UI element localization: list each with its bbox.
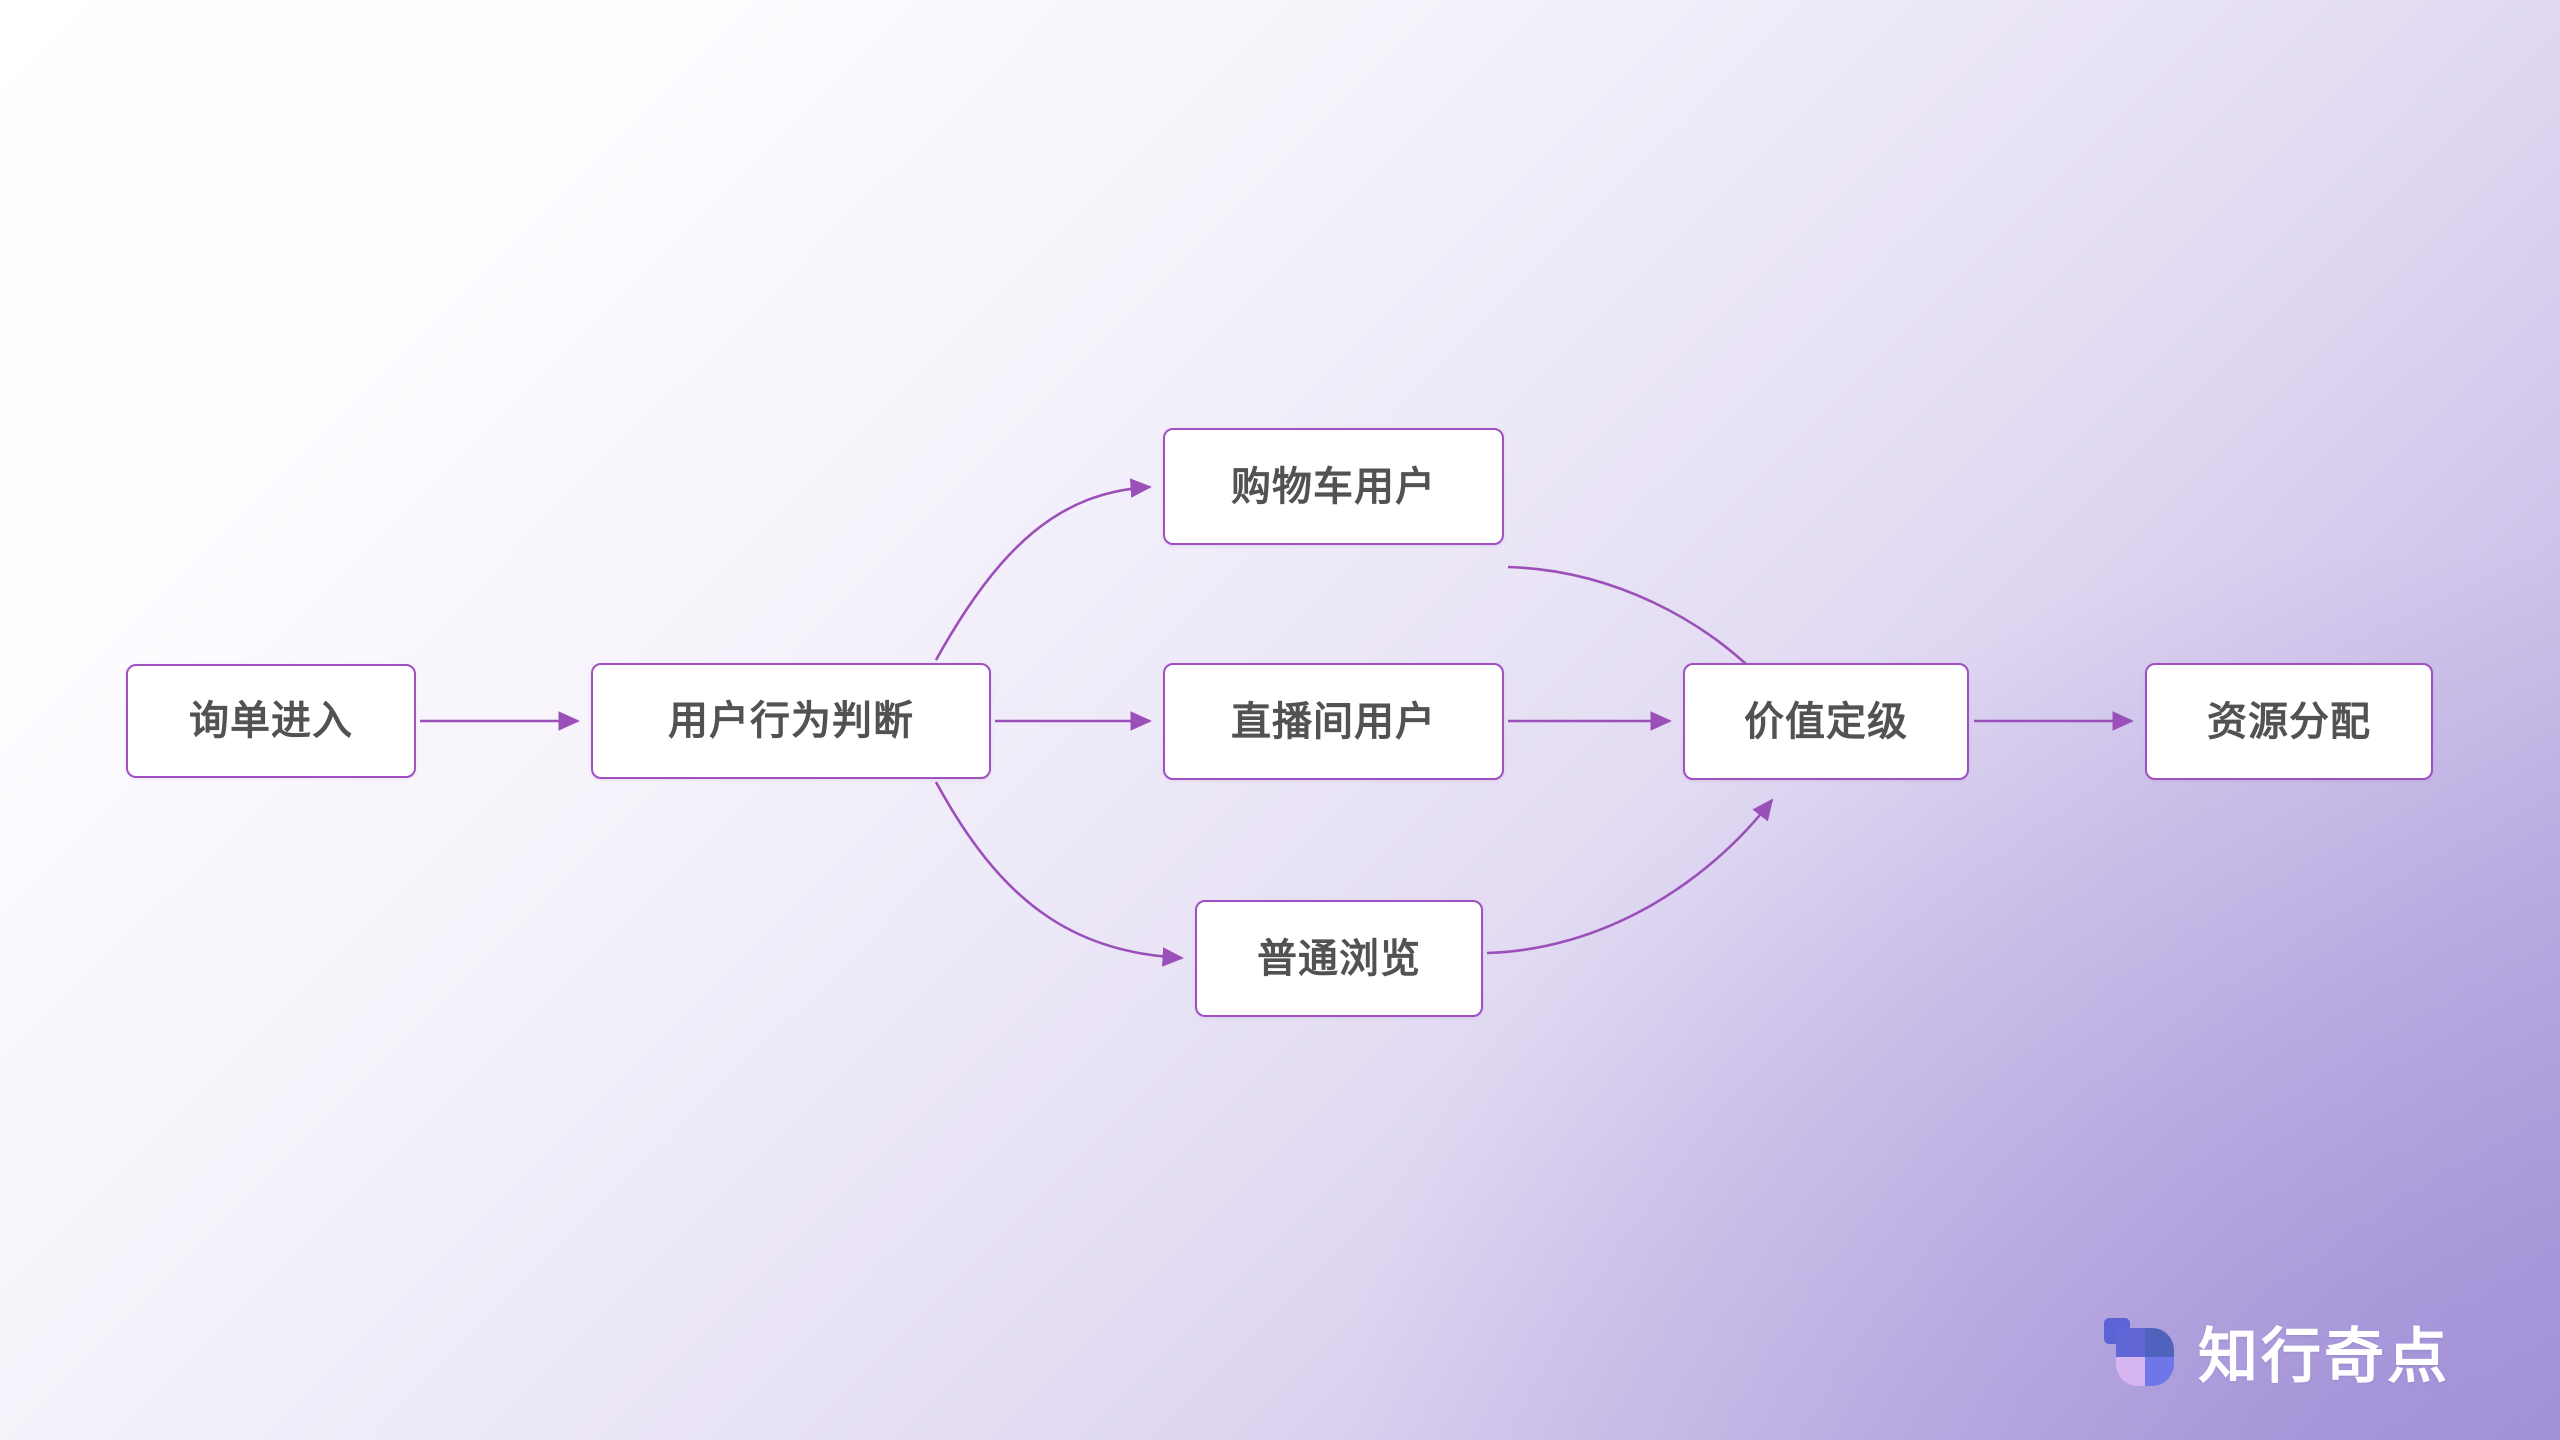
brand-logo-tile-4 — [2145, 1357, 2174, 1386]
node-resource-allocation-label: 资源分配 — [2207, 699, 2371, 744]
brand-name-text: 知行奇点 — [2198, 1323, 2450, 1390]
node-general-browsing[interactable]: 普通浏览 — [1195, 900, 1483, 1017]
brand-logo-icon — [2098, 1318, 2176, 1396]
brand-logo-tile-1 — [2116, 1328, 2145, 1357]
node-resource-allocation[interactable]: 资源分配 — [2145, 663, 2433, 780]
node-user-behavior-judgement-label: 用户行为判断 — [668, 699, 914, 743]
node-livestream-user-label: 直播间用户 — [1231, 699, 1436, 744]
node-inquiry[interactable]: 询单进入 — [126, 664, 416, 778]
node-user-behavior-judgement[interactable]: 用户行为判断 — [591, 663, 991, 779]
node-cart-user[interactable]: 购物车用户 — [1163, 428, 1504, 545]
brand-logo-tile-3 — [2116, 1357, 2145, 1386]
brand-watermark: 知行奇点 — [2098, 1318, 2450, 1396]
brand-logo-body — [2116, 1328, 2174, 1386]
node-value-grading-label: 价值定级 — [1744, 699, 1908, 744]
node-general-browsing-label: 普通浏览 — [1257, 936, 1421, 981]
node-inquiry-label: 询单进入 — [189, 699, 353, 743]
brand-logo-tile-2 — [2145, 1328, 2174, 1357]
edge-behavior-to-browse — [934, 781, 1184, 967]
edge-behavior-to-cart — [934, 478, 1152, 661]
edge-browse-to-grading — [1486, 798, 1774, 955]
node-value-grading[interactable]: 价值定级 — [1683, 663, 1969, 780]
node-livestream-user[interactable]: 直播间用户 — [1163, 663, 1504, 780]
node-cart-user-label: 购物车用户 — [1231, 464, 1436, 509]
